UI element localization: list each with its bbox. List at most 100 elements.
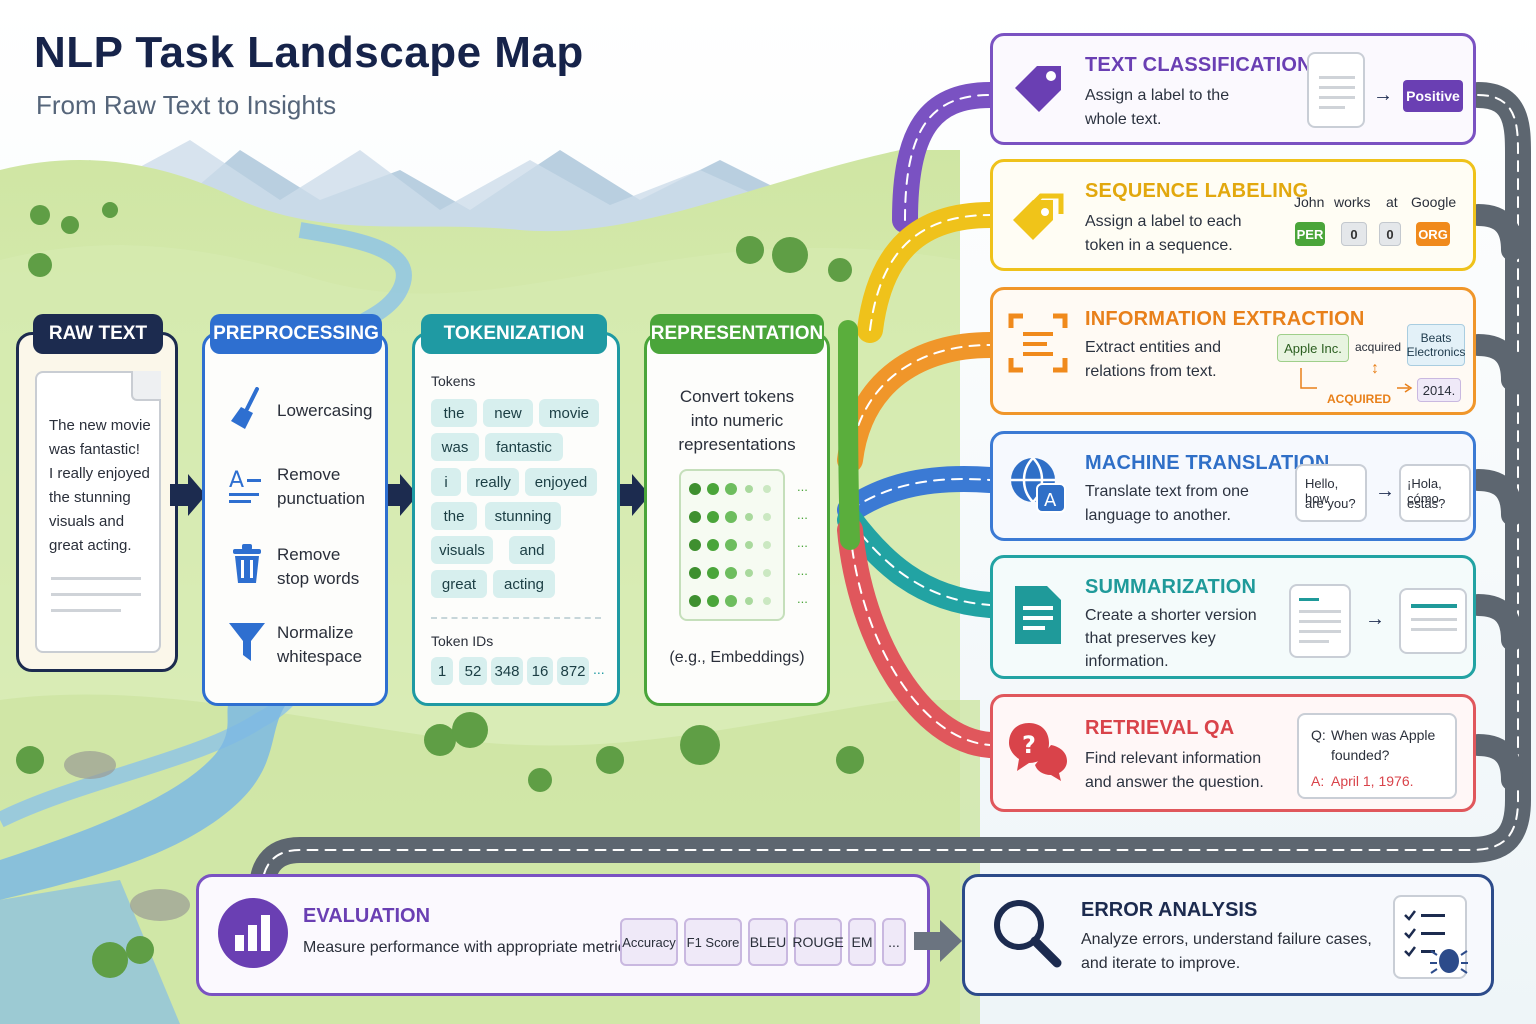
- step-label: Remove: [277, 465, 341, 484]
- representation-header: REPRESENTATION: [650, 314, 824, 354]
- up-down-arrow-icon: ↕: [1371, 360, 1379, 377]
- embedding-dot: [745, 569, 753, 577]
- raw-text-card: The new movie was fantastic! I really en…: [16, 332, 178, 672]
- metric-chip: F1 Score: [684, 918, 742, 966]
- representation-desc: Convert tokens: [679, 387, 795, 406]
- embedding-dot: [689, 595, 701, 607]
- tokenization-card: Tokens the new movie was fantastic i rea…: [412, 332, 620, 706]
- step-label: whitespace: [277, 647, 363, 666]
- task-desc: that preserves key: [1085, 630, 1216, 647]
- task-desc: and answer the question.: [1085, 774, 1264, 791]
- bar-chart-icon: [218, 898, 288, 968]
- page-subtitle: From Raw Text to Insights: [36, 90, 337, 120]
- raw-text-line: the stunning: [49, 489, 131, 506]
- svg-text:?: ?: [1022, 731, 1036, 759]
- source-text-line: Hello, how: [1305, 476, 1339, 506]
- embedding-dot: [689, 483, 701, 495]
- trash-icon: [233, 544, 261, 583]
- task-desc: Assign a label to the: [1085, 87, 1230, 104]
- arrow-right-icon: →: [1365, 608, 1385, 630]
- step-label: stop words: [277, 569, 360, 588]
- step-label: Normalize: [277, 623, 354, 642]
- task-machine-translation[interactable]: A MACHINE TRANSLATION Translate text fro…: [990, 431, 1476, 541]
- summary-thumbnail: [1399, 588, 1467, 654]
- embedding-dot: [763, 597, 771, 605]
- task-desc: whole text.: [1085, 111, 1162, 128]
- evaluation-title: EVALUATION: [303, 905, 431, 927]
- label-o: 0: [1379, 222, 1401, 246]
- filter-icon: [229, 623, 265, 661]
- divider: [431, 617, 601, 619]
- embedding-ellipsis: ...: [797, 535, 808, 550]
- document-icon: [1015, 586, 1061, 644]
- task-desc: information.: [1085, 653, 1169, 670]
- task-desc: Extract entities and: [1085, 339, 1222, 356]
- metric-chip: BLEU: [748, 918, 788, 966]
- task-desc: Translate text from one: [1085, 483, 1249, 500]
- broom-icon: [231, 387, 259, 429]
- checklist-icon: [1393, 895, 1468, 979]
- embedding-dot: [689, 511, 701, 523]
- raw-text-line: was fantastic!: [49, 441, 140, 458]
- embedding-ellipsis: ...: [797, 479, 808, 494]
- metric-chip: ...: [882, 918, 906, 966]
- task-summarization[interactable]: SUMMARIZATION Create a shorter version t…: [990, 555, 1476, 679]
- task-text-classification[interactable]: TEXT CLASSIFICATION Assign a label to th…: [990, 33, 1476, 145]
- scan-text-icon: [1008, 313, 1068, 373]
- tokens-label: Tokens: [431, 373, 476, 389]
- task-retrieval-qa[interactable]: ? RETRIEVAL QA Find relevant information…: [990, 694, 1476, 812]
- evaluation-card[interactable]: EVALUATION Measure performance with appr…: [196, 874, 930, 996]
- task-information-extraction[interactable]: INFORMATION EXTRACTION Extract entities …: [990, 287, 1476, 415]
- embedding-dots: [689, 483, 771, 607]
- raw-text-line: great acting.: [49, 537, 132, 554]
- embedding-dot: [745, 541, 753, 549]
- task-desc: Assign a label to each: [1085, 213, 1242, 230]
- task-desc: Create a shorter version: [1085, 607, 1257, 624]
- token-pill: enjoyed: [525, 468, 597, 496]
- document-thumbnail: [1307, 52, 1365, 128]
- embedding-ellipsis: ...: [797, 563, 808, 578]
- question-line: When was Apple: [1331, 727, 1436, 743]
- label-per: PER: [1295, 222, 1325, 246]
- answer-text: April 1, 1976.: [1331, 773, 1414, 789]
- embedding-dot: [763, 541, 771, 549]
- date-tag: 2014.: [1417, 378, 1461, 402]
- svg-text:A: A: [1044, 490, 1057, 511]
- embedding-dot: [745, 485, 753, 493]
- error-analysis-card[interactable]: ERROR ANALYSIS Analyze errors, understan…: [962, 874, 1494, 996]
- page-title: NLP Task Landscape Map: [34, 28, 584, 77]
- word: John: [1294, 194, 1325, 210]
- token-id-pill: 348: [491, 657, 523, 685]
- raw-text-header: RAW TEXT: [33, 314, 163, 354]
- token-pill: fantastic: [485, 433, 563, 461]
- question-bubble-icon: ?: [1009, 723, 1067, 781]
- raw-text-document: The new movie was fantastic! I really en…: [35, 371, 161, 653]
- task-title: MACHINE TRANSLATION: [1085, 452, 1330, 474]
- answer-prefix: A:: [1311, 773, 1325, 789]
- entity-beats-line: Beats: [1420, 331, 1452, 345]
- embedding-ellipsis: ...: [797, 507, 808, 522]
- relation-word: acquired: [1355, 340, 1402, 354]
- token-pill: the: [431, 399, 477, 427]
- embedding-dot: [745, 597, 753, 605]
- label-positive: Positive: [1403, 80, 1463, 112]
- arrow-right-icon: [170, 474, 206, 516]
- embedding-dot: [725, 567, 737, 579]
- magnifier-icon: [994, 900, 1062, 968]
- source-text-box: Hello, how are you?: [1295, 464, 1367, 522]
- placeholder-line: [51, 593, 141, 596]
- embedding-dot: [745, 513, 753, 521]
- task-title: TEXT CLASSIFICATION: [1085, 54, 1312, 76]
- task-sequence-labeling[interactable]: SEQUENCE LABELING Assign a label to each…: [990, 159, 1476, 271]
- source-text-line: are you?: [1305, 496, 1356, 511]
- target-text-line: estás?: [1407, 496, 1446, 511]
- token-pill: stunning: [485, 502, 561, 530]
- embedding-dot: [725, 511, 737, 523]
- tags-icon: [1013, 193, 1064, 240]
- placeholder-line: [51, 577, 141, 580]
- token-pill: really: [467, 468, 519, 496]
- error-analysis-title: ERROR ANALYSIS: [1081, 899, 1258, 921]
- label-org: ORG: [1416, 222, 1450, 246]
- token-pill: visuals: [431, 536, 493, 564]
- step-label: Lowercasing: [277, 401, 373, 420]
